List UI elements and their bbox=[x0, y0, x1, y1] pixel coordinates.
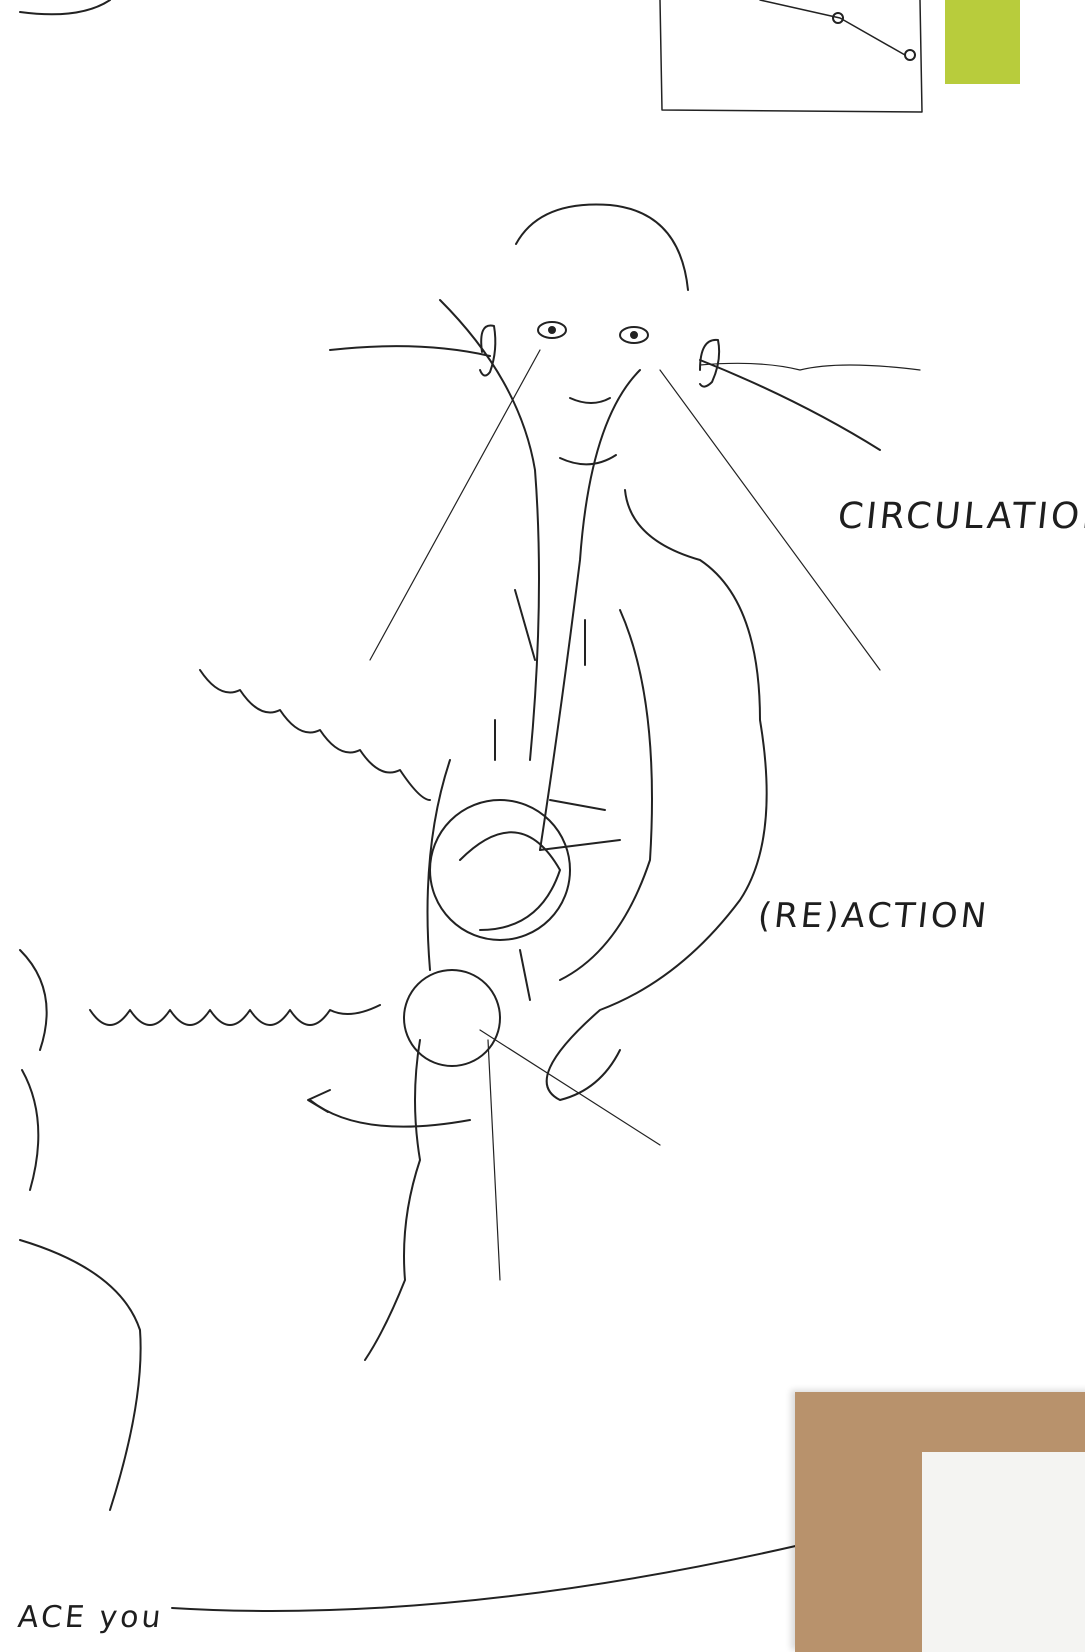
wavy-line bbox=[365, 1040, 420, 1360]
framed-sketch-lines bbox=[760, 0, 905, 55]
side-figure bbox=[22, 1070, 38, 1190]
ray-line bbox=[330, 346, 490, 356]
ray-line bbox=[488, 1040, 500, 1280]
wavy-line bbox=[700, 363, 920, 370]
baby-limb bbox=[460, 832, 560, 930]
partial-circle-sketch bbox=[20, 0, 110, 14]
baseline-line bbox=[172, 1545, 800, 1611]
framed-sketch-node bbox=[905, 50, 915, 60]
arm-line bbox=[440, 300, 539, 760]
side-figure bbox=[20, 950, 47, 1050]
baby-body bbox=[430, 800, 570, 940]
wavy-line bbox=[90, 1005, 380, 1025]
label-fragment: ACE you bbox=[16, 1600, 165, 1635]
label-reaction: (RE)ACTION bbox=[756, 896, 991, 936]
arrow-down bbox=[520, 950, 530, 1000]
chin bbox=[560, 455, 616, 464]
curved-arrow bbox=[700, 360, 880, 450]
right-arm-outline bbox=[547, 490, 767, 1100]
ray-line bbox=[370, 350, 540, 660]
curved-arrow bbox=[310, 1100, 470, 1127]
arrow-right bbox=[550, 800, 605, 810]
accent-square bbox=[945, 0, 1020, 84]
arrow-down bbox=[515, 590, 535, 660]
curved-arrow-head bbox=[308, 1090, 330, 1112]
torso-line bbox=[540, 370, 640, 850]
head-outline bbox=[516, 204, 688, 290]
wavy-line bbox=[200, 670, 430, 800]
label-circulation: CIRCULATION bbox=[836, 496, 1085, 537]
ray-line bbox=[480, 1030, 660, 1145]
paper-sheet bbox=[922, 1452, 1085, 1652]
mouth bbox=[570, 398, 610, 403]
inner-arm-line bbox=[560, 610, 652, 980]
framed-sketch-border bbox=[660, 0, 922, 112]
arrow-right bbox=[540, 840, 620, 850]
side-figure bbox=[20, 1240, 141, 1510]
